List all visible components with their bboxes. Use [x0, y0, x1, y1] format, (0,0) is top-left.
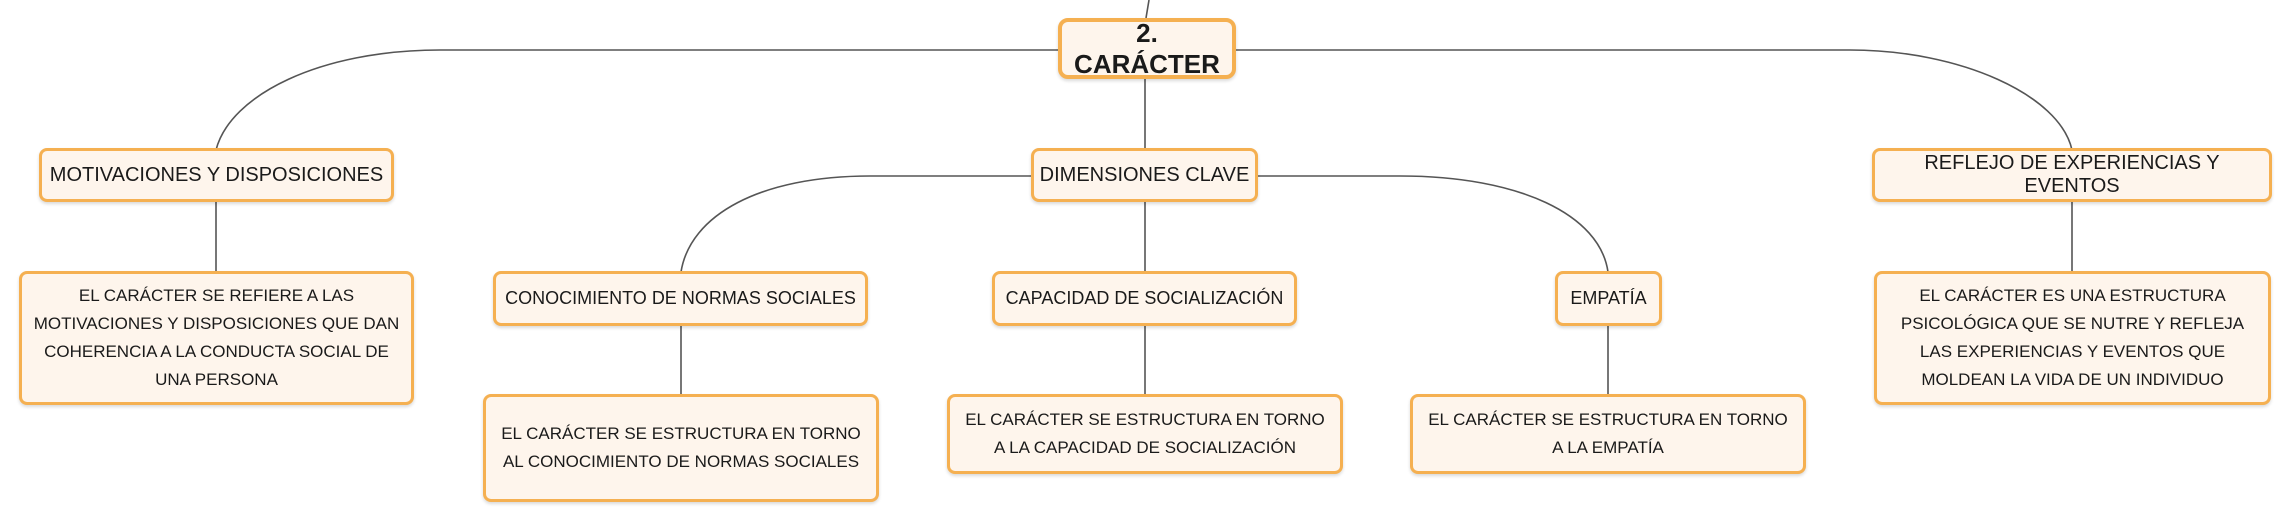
detail-empatia[interactable]: EL CARÁCTER SE ESTRUCTURA EN TORNO A LA … [1410, 394, 1806, 474]
root-label: 2. CARÁCTER [1074, 17, 1220, 79]
node-empatia[interactable]: EMPATÍA [1555, 271, 1662, 326]
node-motivaciones[interactable]: MOTIVACIONES Y DISPOSICIONES [39, 148, 394, 202]
connector-dimensiones-normas [680, 175, 1031, 273]
node-socializacion-label: CAPACIDAD DE SOCIALIZACIÓN [1005, 288, 1284, 308]
connector-root-reflejo [1236, 49, 2073, 151]
detail-reflejo-text: EL CARÁCTER ES UNA ESTRUCTURA PSICOLÓGIC… [1900, 286, 2245, 389]
detail-normas-sociales-text: EL CARÁCTER SE ESTRUCTURA EN TORNO AL CO… [501, 424, 861, 471]
node-socializacion[interactable]: CAPACIDAD DE SOCIALIZACIÓN [992, 271, 1297, 326]
node-dimensiones-label: DIMENSIONES CLAVE [1039, 163, 1250, 186]
detail-reflejo[interactable]: EL CARÁCTER ES UNA ESTRUCTURA PSICOLÓGIC… [1874, 271, 2271, 405]
node-reflejo-label: REFLEJO DE EXPERIENCIAS Y EVENTOS [1924, 152, 2220, 197]
node-normas-sociales-label: CONOCIMIENTO DE NORMAS SOCIALES [505, 288, 856, 308]
detail-socializacion-text: EL CARÁCTER SE ESTRUCTURA EN TORNO A LA … [965, 410, 1325, 457]
root-node[interactable]: 2. CARÁCTER [1058, 18, 1236, 79]
detail-motivaciones[interactable]: EL CARÁCTER SE REFIERE A LAS MOTIVACIONE… [19, 271, 414, 405]
connector-dimensiones-empatia [1258, 175, 1609, 273]
detail-socializacion[interactable]: EL CARÁCTER SE ESTRUCTURA EN TORNO A LA … [947, 394, 1343, 474]
node-motivaciones-label: MOTIVACIONES Y DISPOSICIONES [49, 163, 384, 186]
detail-normas-sociales[interactable]: EL CARÁCTER SE ESTRUCTURA EN TORNO AL CO… [483, 394, 879, 502]
node-empatia-label: EMPATÍA [1570, 288, 1647, 308]
node-normas-sociales[interactable]: CONOCIMIENTO DE NORMAS SOCIALES [493, 271, 868, 326]
connector-root-motivaciones [215, 49, 1058, 151]
connector-parent-stub [1145, 0, 1150, 19]
node-reflejo[interactable]: REFLEJO DE EXPERIENCIAS Y EVENTOS [1872, 148, 2272, 202]
detail-empatia-text: EL CARÁCTER SE ESTRUCTURA EN TORNO A LA … [1428, 410, 1788, 457]
detail-motivaciones-text: EL CARÁCTER SE REFIERE A LAS MOTIVACIONE… [33, 286, 400, 389]
node-dimensiones[interactable]: DIMENSIONES CLAVE [1031, 148, 1258, 202]
